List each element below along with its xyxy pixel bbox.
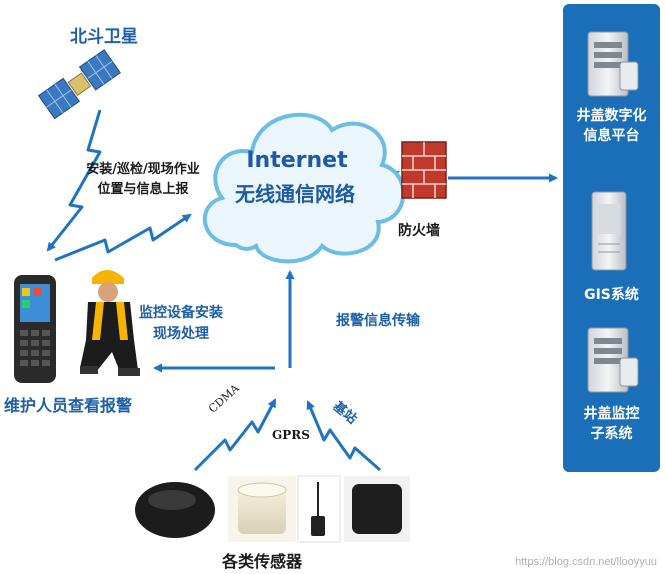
firewall-label: 防火墙 <box>398 223 440 239</box>
install-label-line1: 监控设备安装 <box>139 305 223 321</box>
report-label: 安装/巡检/现场作业 位置与信息上报 <box>78 160 208 200</box>
maintenance-worker-icon <box>80 270 140 376</box>
platform-label-line2: 信息平台 <box>583 128 640 144</box>
subsystem-label: 井盖监控 子系统 <box>563 404 660 444</box>
wireless-links <box>46 109 381 472</box>
watermark: https://blog.csdn.net/llooyyuu <box>515 556 657 568</box>
firewall-icon <box>401 141 447 199</box>
handheld-terminal-icon <box>14 275 56 383</box>
satellite-label: 北斗卫星 <box>70 27 138 47</box>
internet-label: Internet <box>246 148 348 173</box>
alarm-transmit-label: 报警信息传输 <box>336 313 420 329</box>
report-label-line1: 安装/巡检/现场作业 <box>86 162 200 177</box>
sensors-label: 各类传感器 <box>222 552 303 571</box>
install-label-line2: 现场处理 <box>153 326 209 342</box>
maintenance-label: 维护人员查看报警 <box>4 396 133 415</box>
server-gis-icon <box>591 191 627 271</box>
gprs-label: GPRS <box>272 428 310 442</box>
link-satellite-to-terminal <box>46 109 102 252</box>
link-cdma <box>193 398 277 472</box>
wireless-network-label: 无线通信网络 <box>235 182 355 206</box>
link-terminal-to-internet <box>54 213 192 262</box>
subsystem-label-line2: 子系统 <box>590 426 633 442</box>
gis-label: GIS系统 <box>584 287 639 303</box>
platform-label: 井盖数字化 信息平台 <box>563 106 660 146</box>
subsystem-label-line1: 井盖监控 <box>583 406 640 422</box>
install-label: 监控设备安装 现场处理 <box>126 303 236 345</box>
report-label-line2: 位置与信息上报 <box>97 182 189 197</box>
satellite-icon <box>37 49 121 120</box>
server-subsystem-icon <box>587 327 639 393</box>
platform-label-line1: 井盖数字化 <box>576 108 647 124</box>
server-platform-icon <box>587 31 639 97</box>
internet-cloud-icon <box>202 112 406 264</box>
link-base-station <box>306 400 381 472</box>
sensor-black-disc-icon <box>135 482 215 538</box>
sensor-antenna-icon <box>297 475 341 543</box>
sensor-square-pad-icon <box>344 476 410 542</box>
sensor-beige-cylinder-icon <box>228 476 296 542</box>
